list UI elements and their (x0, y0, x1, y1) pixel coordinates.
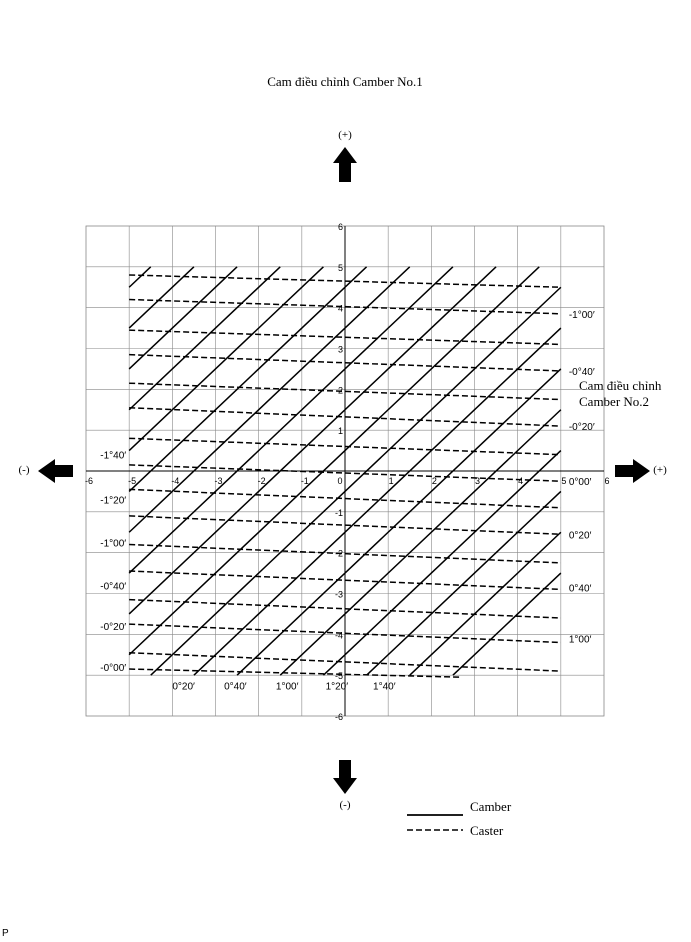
caster-line (129, 651, 561, 672)
y-tick-label: -6 (335, 712, 343, 722)
camber-line-label: 0°40′ (224, 681, 247, 692)
camber-line (193, 327, 562, 676)
camber-line (128, 266, 497, 615)
camber-line (236, 368, 562, 676)
caster-line (129, 668, 462, 678)
chart-title: Cam điều chỉnh Camber No.1 (267, 74, 423, 89)
camber-line (279, 409, 562, 676)
camber-line (128, 266, 195, 329)
footer-mark: P (2, 928, 9, 939)
y-tick-label: 1 (338, 426, 343, 436)
camber-line (128, 266, 324, 452)
caster-line (129, 406, 561, 427)
x-tick-label: -5 (128, 476, 136, 486)
camber-line-label: 1°40′ (373, 681, 396, 692)
caster-label-right: -1°00′ (569, 310, 595, 321)
camber-line (409, 531, 562, 676)
y-tick-label: 4 (338, 304, 343, 314)
caster-line (129, 598, 561, 619)
camber-line-label: 1°00′ (276, 681, 299, 692)
x-tick-label: -3 (214, 476, 222, 486)
y-tick-label: 5 (338, 263, 343, 273)
caster-line (129, 515, 561, 536)
caster-line (129, 488, 561, 509)
x-tick-label: 4 (518, 476, 523, 486)
y-tick-label: 2 (338, 385, 343, 395)
arrow-right-label: (+) (653, 464, 667, 476)
arrow-up-label: (+) (338, 129, 352, 141)
plot-area: -6-5-4-3-2-10123456654321-1-2-3-4-5-60°2… (85, 222, 610, 722)
arrow-up-icon (333, 147, 357, 182)
y-tick-label: -1 (335, 508, 343, 518)
arrow-left-label: (-) (19, 464, 30, 476)
right-label-line2: Camber No.2 (579, 394, 649, 409)
camber-line-label: 0°20′ (172, 681, 195, 692)
camber-line (128, 266, 238, 370)
caster-line (129, 623, 561, 644)
caster-label-right: 0°20′ (569, 530, 592, 541)
caster-label-left: -1°00′ (100, 538, 126, 549)
right-label-line1: Cam điều chỉnh (579, 378, 662, 393)
camber-line (128, 266, 411, 533)
camber-line (128, 266, 368, 492)
camber-line (128, 266, 540, 656)
caster-label-right: 1°00′ (569, 634, 592, 645)
y-tick-label: -5 (335, 671, 343, 681)
arrow-left-icon (38, 459, 73, 483)
x-tick-label: 5 (561, 476, 566, 486)
caster-label-left: -0°40′ (100, 581, 126, 592)
caster-line (129, 543, 561, 564)
caster-line (129, 570, 561, 591)
legend-camber-label: Camber (470, 799, 512, 814)
y-tick-label: 6 (338, 222, 343, 232)
camber-line (128, 266, 152, 288)
x-tick-label: 0 (337, 476, 342, 486)
camber-line (150, 286, 562, 676)
caster-label-right: -0°40′ (569, 367, 595, 378)
caster-label-right: -0°20′ (569, 422, 595, 433)
caster-label-right: 0°40′ (569, 583, 592, 594)
arrow-down-label: (-) (340, 799, 351, 811)
legend-caster-label: Caster (470, 823, 504, 838)
x-tick-label: 1 (389, 476, 394, 486)
caster-label-left: -0°00′ (100, 663, 126, 674)
caster-label-left: -1°40′ (100, 451, 126, 462)
y-tick-label: -4 (335, 630, 343, 640)
camber-line (128, 266, 281, 411)
camber-line-label: 1°20′ (326, 681, 349, 692)
legend: Camber Caster (407, 799, 512, 838)
caster-label-left: -0°20′ (100, 622, 126, 633)
y-tick-label: -3 (335, 590, 343, 600)
x-tick-label: 6 (604, 476, 609, 486)
camber-line (322, 450, 562, 676)
x-tick-label: -4 (171, 476, 179, 486)
camber-line (452, 572, 562, 676)
caster-label-right: 0°00′ (569, 477, 592, 488)
x-tick-label: -2 (258, 476, 266, 486)
caster-label-left: -1°20′ (100, 496, 126, 507)
camber-line (366, 490, 562, 676)
x-tick-label: 3 (475, 476, 480, 486)
arrow-down-icon (333, 760, 357, 794)
camber-line (128, 266, 454, 574)
x-tick-label: -1 (301, 476, 309, 486)
x-tick-label: 2 (432, 476, 437, 486)
x-tick-label: -6 (85, 476, 93, 486)
y-tick-label: 3 (338, 345, 343, 355)
arrow-right-icon (615, 459, 650, 483)
